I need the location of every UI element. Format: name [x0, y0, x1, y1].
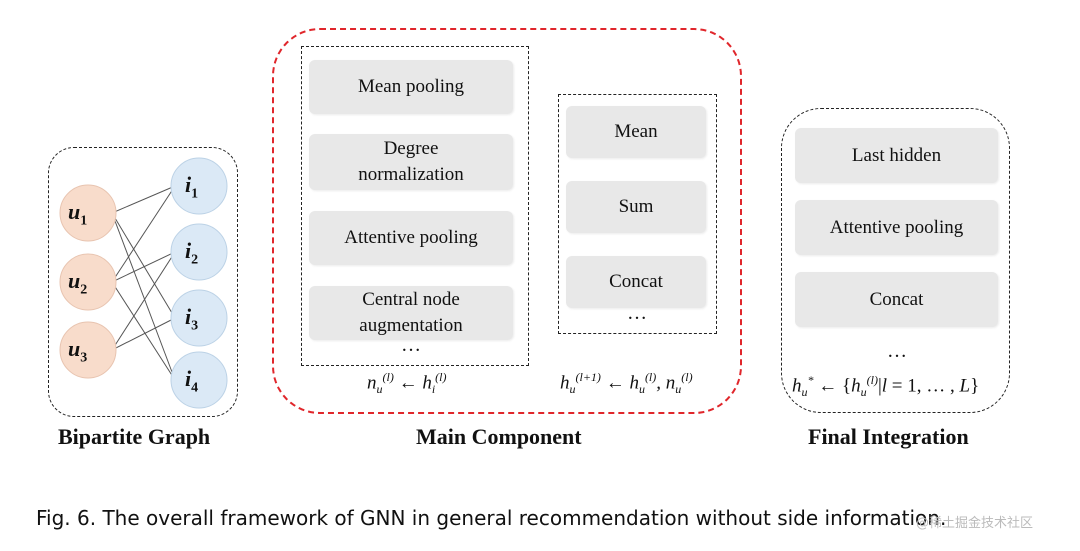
final-box-attentive-pooling: Attentive pooling	[795, 200, 998, 255]
user-node-u2	[59, 253, 117, 311]
bipartite-graph-frame	[48, 147, 238, 417]
bipartite-graph-title: Bipartite Graph	[58, 424, 211, 449]
item-node-i2	[170, 223, 228, 281]
main-component-frame	[272, 28, 742, 414]
user-label-u1: u1	[68, 199, 88, 229]
update-ellipsis: …	[627, 302, 649, 324]
item-label-i4: i4	[185, 366, 199, 396]
user-label-u2: u2	[68, 268, 88, 298]
edge-u3-i2	[111, 251, 176, 351]
agg-ellipsis: …	[401, 334, 423, 356]
final-box-last-hidden: Last hidden	[795, 128, 998, 183]
final-box-concat: Concat	[795, 272, 998, 327]
edge-u1-i4	[111, 212, 176, 381]
agg-box-central-node-augmentation: Central node augmentation	[309, 286, 513, 340]
edge-u1-i1	[111, 185, 176, 214]
aggregation-frame	[301, 46, 529, 366]
item-label-i1: i1	[185, 172, 199, 202]
item-node-i4	[170, 351, 228, 409]
watermark: @稀土掘金技术社区	[916, 516, 1034, 531]
user-node-u3	[59, 321, 117, 379]
agg-box-degree-normalization: Degree normalization	[309, 134, 513, 190]
item-node-i3	[170, 289, 228, 347]
edge-u2-i4	[111, 281, 176, 381]
user-node-u1	[59, 184, 117, 242]
update-formula: hu(l+1) ← hu(l), nu(l)	[560, 370, 693, 397]
final-ellipsis: …	[887, 340, 909, 362]
update-box-sum: Sum	[566, 181, 706, 233]
item-node-i1	[170, 157, 228, 215]
update-box-concat: Concat	[566, 256, 706, 308]
figure-caption: Fig. 6. The overall framework of GNN in …	[36, 506, 947, 530]
edge-u2-i1	[111, 185, 176, 283]
final-integration-frame	[781, 108, 1010, 413]
agg-box-mean-pooling: Mean pooling	[309, 60, 513, 114]
update-frame	[558, 94, 717, 334]
agg-box-attentive-pooling: Attentive pooling	[309, 211, 513, 265]
user-label-u3: u3	[68, 336, 88, 366]
edge-u1-i3	[111, 212, 176, 319]
final-integration-title: Final Integration	[808, 424, 969, 449]
final-formula: hu* ← {hu(l)|l = 1, … , L}	[792, 373, 980, 400]
update-box-mean: Mean	[566, 106, 706, 158]
item-label-i2: i2	[185, 238, 199, 268]
aggregation-formula: nu(l) ← hi(l)	[367, 370, 447, 397]
item-label-i3: i3	[185, 304, 199, 334]
edge-u3-i3	[111, 317, 176, 351]
edge-u2-i2	[111, 251, 176, 283]
main-component-title: Main Component	[416, 424, 582, 449]
